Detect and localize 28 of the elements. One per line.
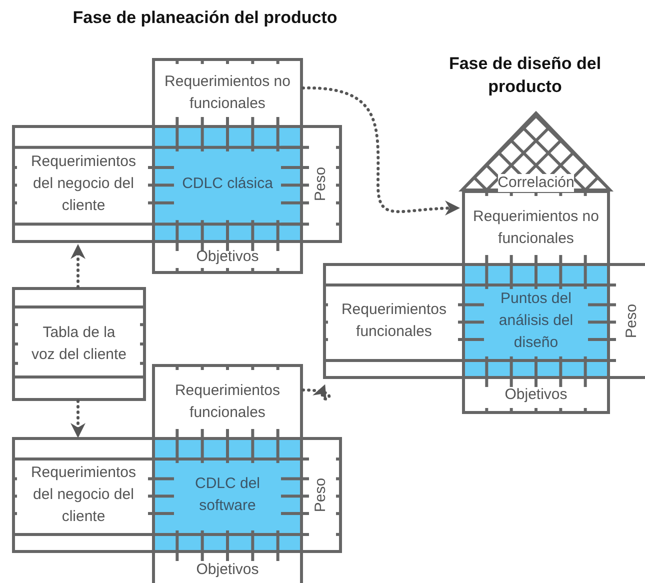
objectives-box — [152, 550, 303, 583]
objectives-box — [462, 376, 610, 414]
node-label: CDLC clásica — [182, 174, 273, 194]
section-heading: Fase de diseño del producto — [448, 53, 602, 98]
node-label: Objetivos — [196, 560, 259, 580]
node-label: Correlación — [498, 174, 574, 192]
weight-label: Peso — [622, 304, 641, 338]
row-header-box — [12, 125, 155, 243]
node-label: CDLC del software — [194, 474, 262, 516]
weight-column — [607, 263, 645, 379]
node-label: Objetivos — [504, 385, 568, 405]
node-label: Requerimientos no funcionales — [164, 72, 292, 114]
dotted-arrow — [70, 244, 86, 288]
row-header-box — [12, 437, 155, 553]
weight-label: Peso — [311, 166, 330, 202]
table-box — [12, 287, 146, 401]
node-label: Puntos del análisis del diseño — [498, 289, 574, 353]
row-header-box — [323, 263, 465, 379]
dotted-arrow — [70, 400, 86, 438]
node-label: Requerimientos funcionales — [174, 381, 282, 423]
weight-column — [300, 437, 342, 553]
objectives-box — [152, 240, 303, 274]
weight-column — [300, 125, 342, 243]
weight-label: Peso — [311, 478, 330, 512]
node-label: Objetivos — [196, 247, 259, 267]
dotted-arrow — [302, 86, 460, 216]
node-label: Requerimientos no funcionales — [472, 207, 600, 249]
section-heading: Fase de planeación del producto — [72, 7, 338, 29]
